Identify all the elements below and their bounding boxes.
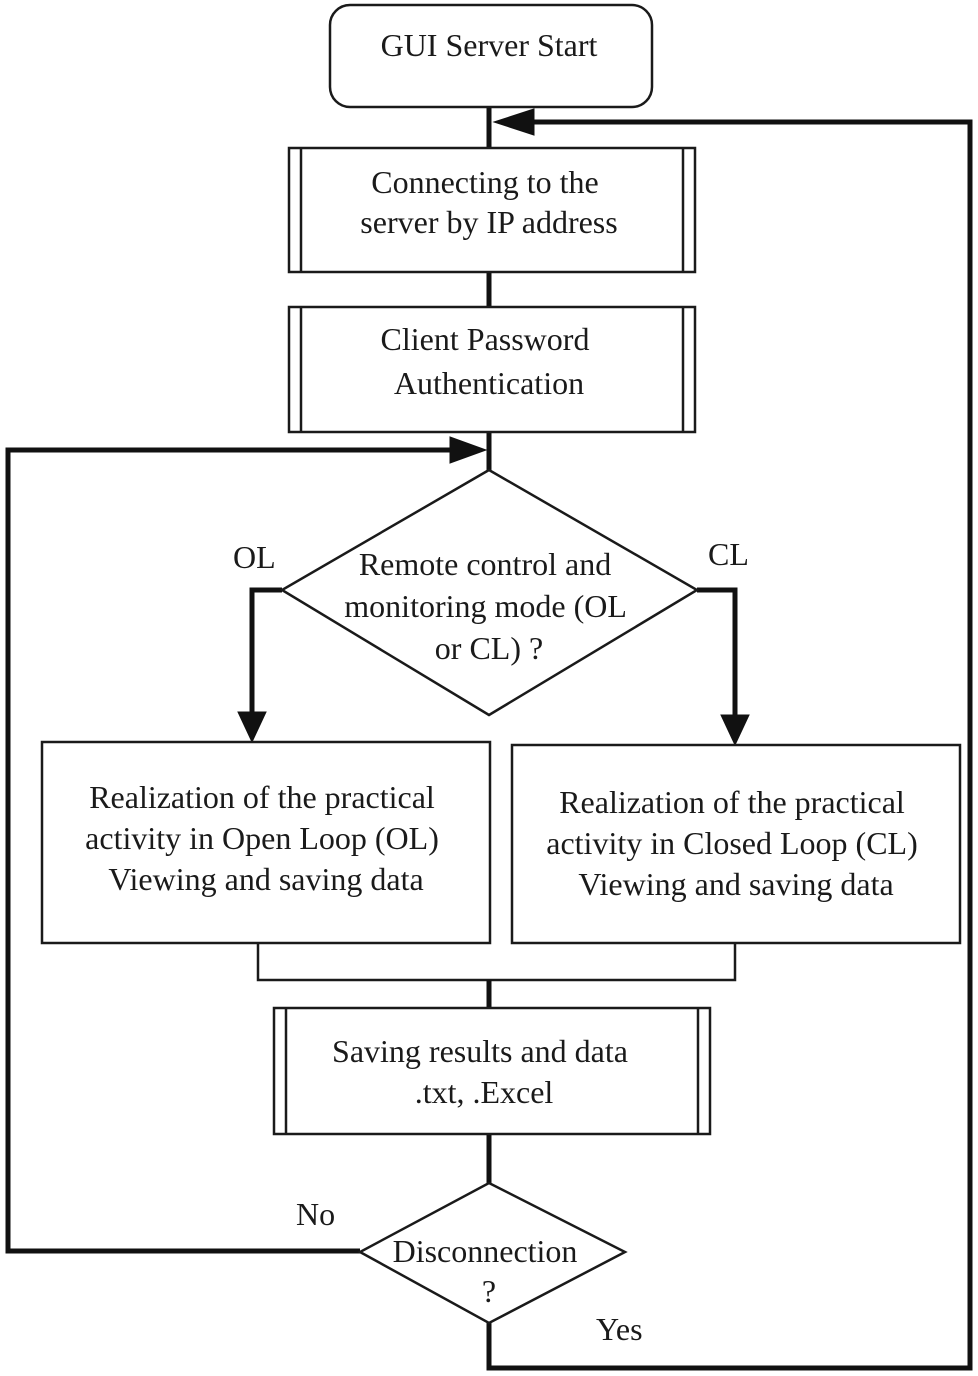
open-loop-label: Realization of the practical activity in… <box>85 779 447 897</box>
edge-decision-to-open-loop <box>249 587 282 712</box>
arrowheads <box>237 108 750 747</box>
disconnect-decision-label: Disconnection ? <box>393 1233 586 1309</box>
connectors <box>5 107 973 1371</box>
mode-decision-diamond <box>279 468 700 717</box>
closed-loop-box <box>510 743 962 945</box>
edge-yes-loop <box>486 119 973 1371</box>
arrowhead-to-closed-loop <box>720 714 750 747</box>
disconnect-decision-diamond <box>357 1181 628 1325</box>
save-results-process-box <box>272 1006 712 1136</box>
closed-loop-label: Realization of the practical activity in… <box>546 784 926 902</box>
connect-process-box <box>287 146 697 274</box>
auth-label: Client Password Authentication <box>381 321 598 401</box>
edge-decision-to-closed-loop <box>697 587 738 715</box>
edge-no-loop <box>5 447 452 1254</box>
open-loop-box <box>40 740 492 945</box>
connect-label: Connecting to the server by IP address <box>360 164 617 240</box>
save-results-label: Saving results and data .txt, .Excel <box>332 1033 636 1110</box>
arrowhead-yes-loop <box>492 108 535 136</box>
edge-label-ol: OL <box>233 539 276 575</box>
edge-label-yes: Yes <box>596 1311 643 1347</box>
start-terminator <box>328 3 654 109</box>
edge-merge-branches <box>256 943 737 982</box>
edge-label-cl: CL <box>708 536 749 572</box>
mode-decision-label: Remote control and monitoring mode (OL o… <box>344 546 633 666</box>
arrowhead-to-open-loop <box>237 711 267 744</box>
start-label: GUI Server Start <box>381 27 598 63</box>
edge-label-no: No <box>296 1196 335 1232</box>
auth-process-box <box>287 305 697 434</box>
arrowhead-no-loop <box>449 436 488 464</box>
